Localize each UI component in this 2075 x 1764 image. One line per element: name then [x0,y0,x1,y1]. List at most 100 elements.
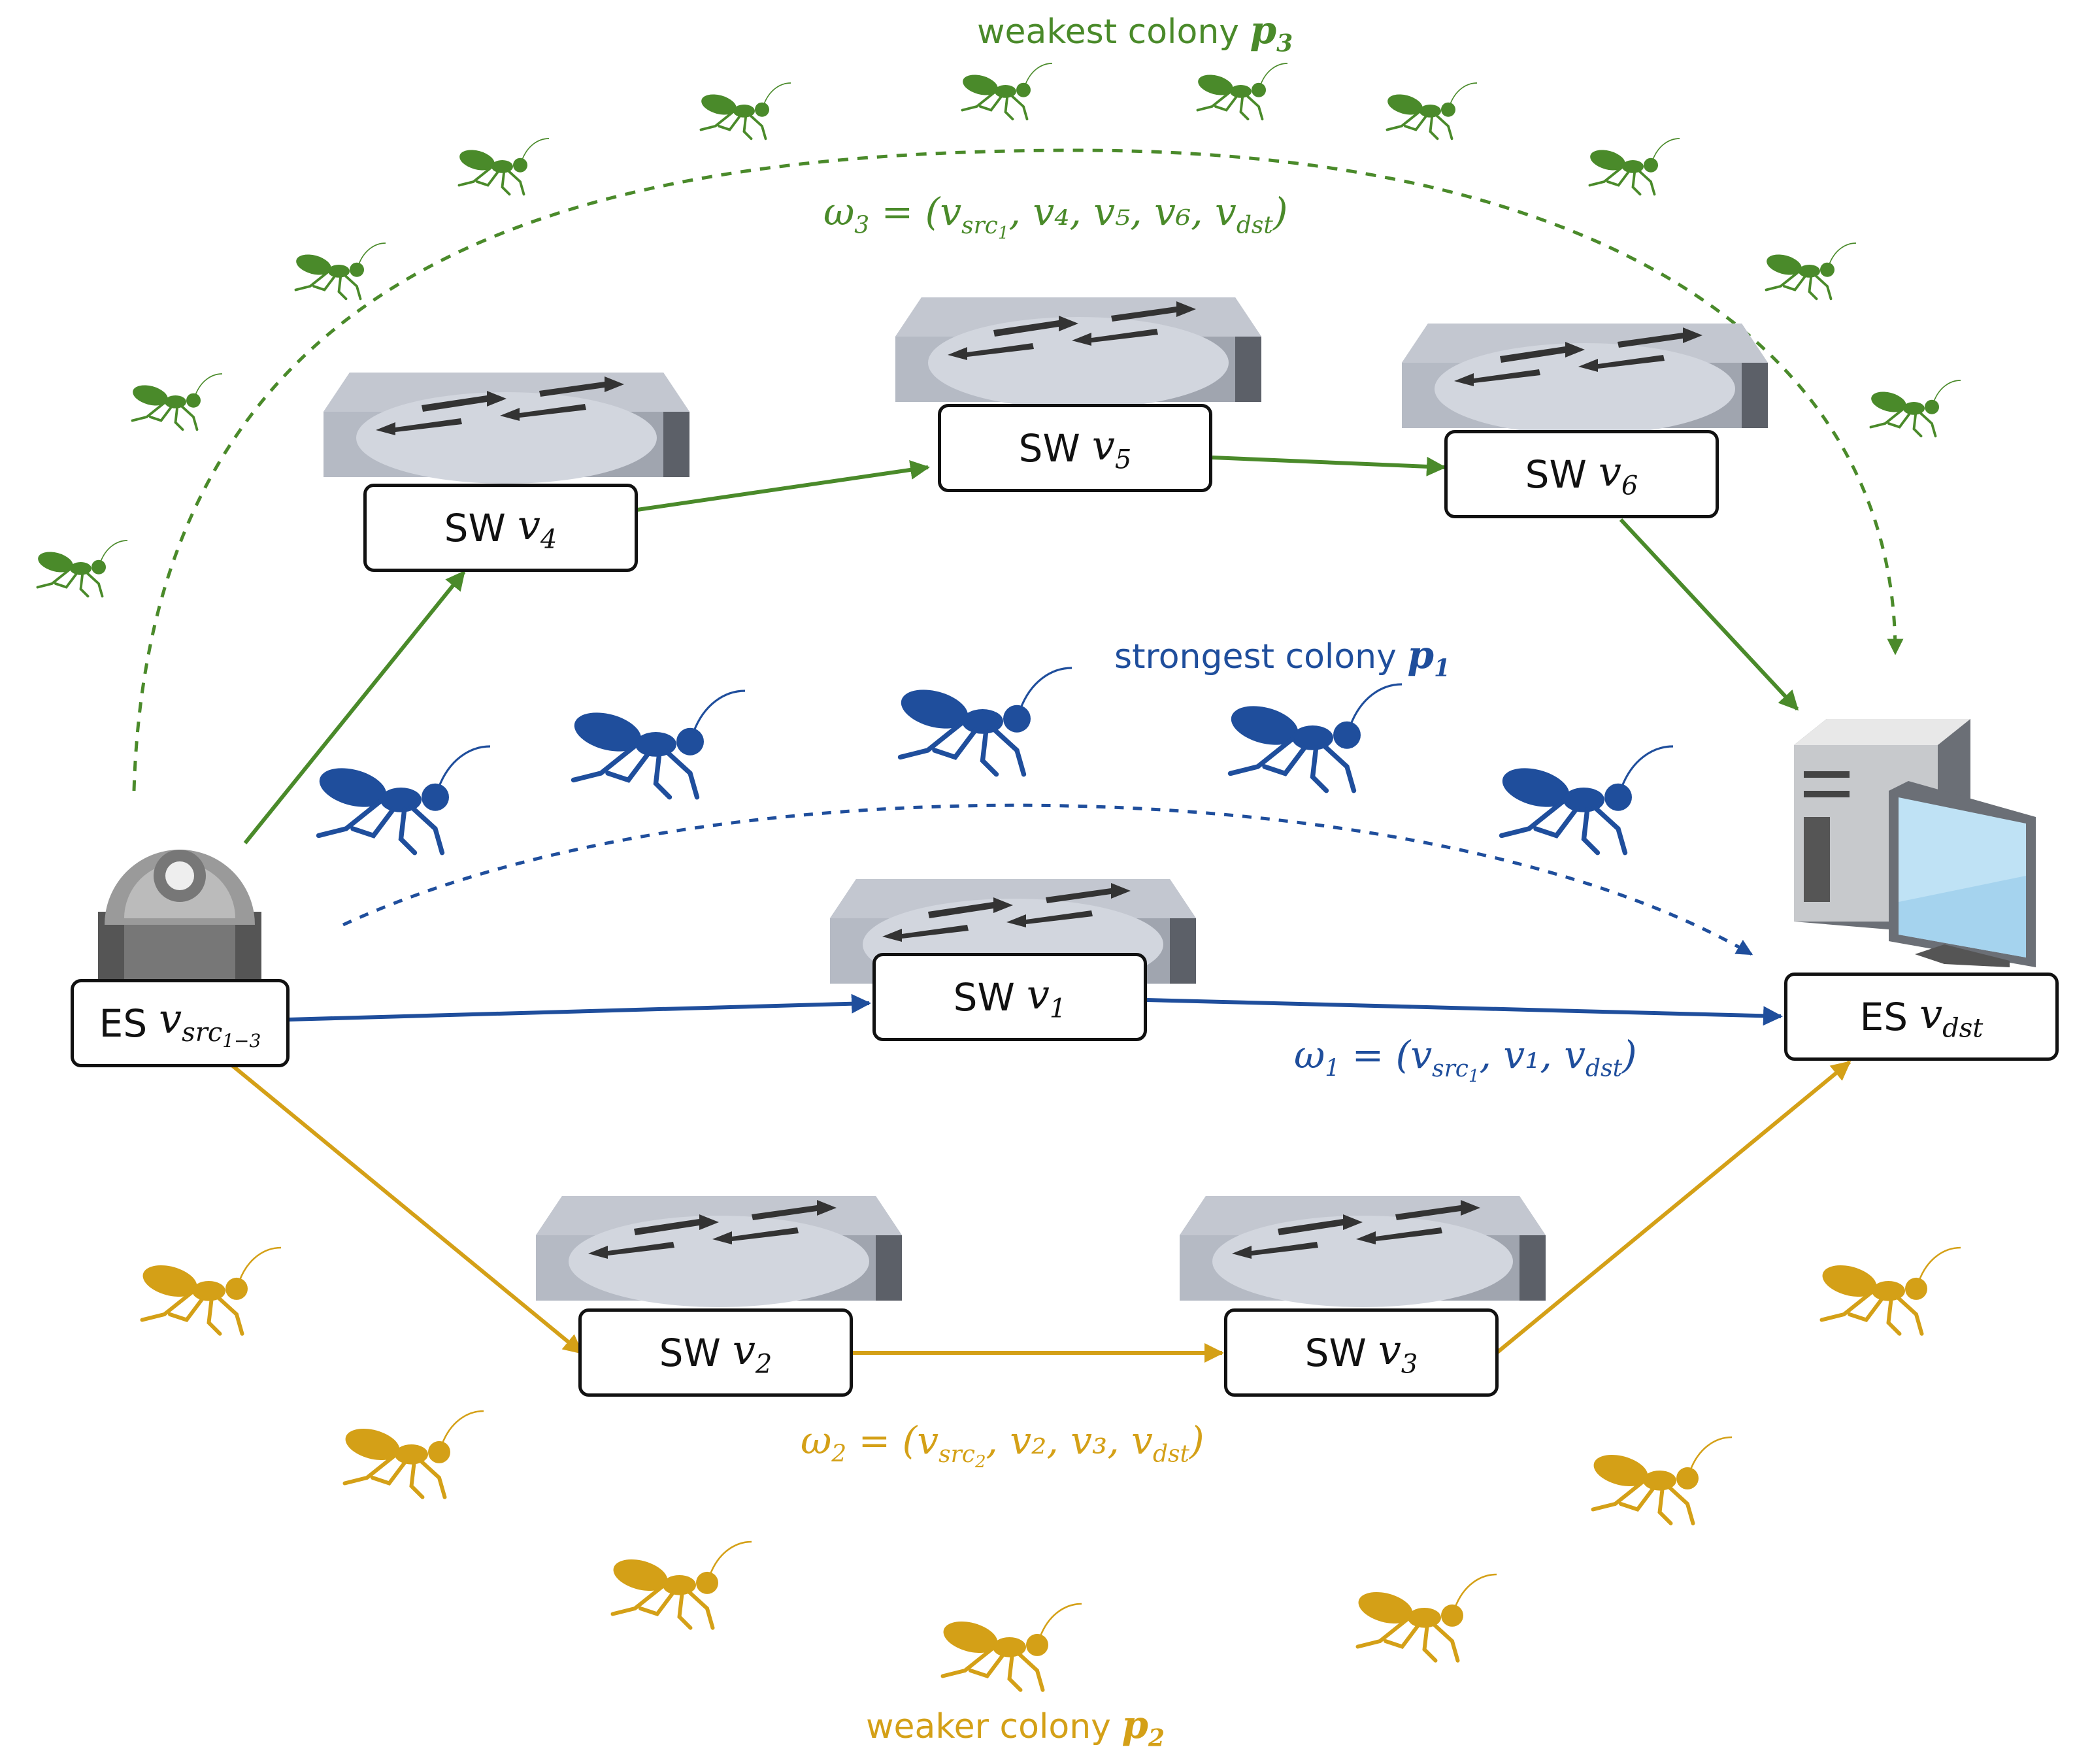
node-sub: 6 [1621,471,1638,501]
ant-icon [570,691,745,797]
ant-icon [697,82,792,141]
computer-icon [1794,719,2036,967]
node-var: v [1091,421,1115,469]
ant-icon [897,668,1072,774]
node-prefix: SW [444,505,506,550]
path-close: ) [1189,1418,1204,1463]
path-rest: , v₄, v₅, v₆, [1008,190,1216,234]
switch-icon [1180,1196,1546,1307]
colony-text: weaker colony [866,1707,1111,1746]
node-sub: 2 [755,1349,772,1380]
path-src-sub: src [1432,1055,1469,1082]
ant-icon [1590,1437,1732,1523]
strongest-colony-label: strongest colony p1 [1114,633,1450,682]
ant-icon [1819,1248,1961,1334]
path-eq: = ( [1340,1033,1411,1077]
path-src-subsub: 1 [1468,1066,1480,1086]
switch-icon [1402,324,1768,435]
colony-sub: 3 [1276,29,1293,58]
node-subsub: 1−3 [222,1030,261,1052]
weaker-colony-label: weaker colony p2 [866,1703,1165,1752]
colony-sub: 1 [1434,654,1451,682]
ant-icon [1355,1574,1497,1661]
path-lhs: ω [823,190,855,234]
node-var: v [1919,990,1943,1038]
node-var: v [517,501,540,549]
gold-links [231,1060,1851,1363]
path-lhs: ω [1294,1033,1325,1077]
ant-icon [1763,242,1857,301]
ant-icon [940,1604,1082,1690]
node-prefix: SW [1304,1330,1367,1375]
ant-icon [959,62,1054,121]
node-var: v [1378,1325,1401,1374]
node-prefix: SW [1018,425,1080,471]
node-prefix: ES [1859,994,1908,1039]
path-src-subsub: 1 [997,223,1009,243]
path-lhs-sub: 1 [1325,1055,1340,1082]
ant-icon [1227,684,1402,791]
node-sub: 1 [1049,993,1067,1024]
ant-icon [1867,379,1962,438]
blue-links [287,993,1783,1026]
path-dst-sub: dst [1236,212,1273,239]
path-dst-sub: dst [1152,1440,1189,1468]
colony-text: strongest colony [1114,637,1397,676]
node-sub: 5 [1114,444,1132,475]
ant-icon [1384,82,1478,141]
path-rest: , v₂, v₃, [986,1418,1132,1463]
ant-icon [456,137,550,196]
path-lhs-sub: 3 [854,212,870,239]
colony-text: weakest colony [977,12,1240,52]
ant-icon [610,1542,752,1628]
path-eq: = ( [869,190,940,234]
ant-icon [342,1411,484,1497]
path-lhs: ω [801,1418,832,1463]
path-close: ) [1272,190,1288,234]
ant-icon [1586,137,1681,196]
node-var: v [159,994,182,1042]
node-prefix: ES [99,1001,148,1046]
path-rest: , v₁, [1479,1033,1565,1077]
colony-var: p [1250,8,1277,52]
node-prefix: SW [953,974,1015,1020]
ant-icon [129,373,224,431]
omega2-label: ω2 = (vsrc2, v₂, v₃, vdst) [801,1418,1204,1472]
node-var: v [732,1325,755,1374]
path-src-subsub: 2 [974,1452,986,1472]
path-dst-sub: dst [1585,1055,1623,1082]
ant-icon [292,242,387,301]
ant-icon [34,539,129,598]
path-lhs-sub: 2 [831,1440,847,1468]
switch-icon [536,1196,902,1307]
node-sub: src [182,1018,223,1048]
green-links [243,456,1799,844]
colony-sub: 2 [1148,1724,1165,1752]
node-prefix: SW [1525,452,1587,497]
colony-var: p [1121,1703,1149,1747]
node-prefix: SW [659,1330,721,1375]
node-var: v [1026,970,1050,1018]
omega3-label: ω3 = (vsrc1, v₄, v₅, v₆, vdst) [823,190,1288,243]
weakest-colony-label: weakest colony p3 [977,8,1293,58]
colony-var: p [1407,633,1434,677]
blue-dashed-route [342,803,1753,956]
ant-icon [1498,746,1673,853]
path-eq: = ( [846,1418,918,1463]
path-src-sub: src [938,1440,975,1468]
path-src-sub: src [961,212,998,239]
path-close: ) [1622,1033,1637,1077]
switch-icon [324,373,689,484]
node-sub: 4 [540,524,557,555]
node-sub: dst [1942,1013,1984,1044]
camera-icon [98,850,261,984]
ant-icon [315,746,490,853]
